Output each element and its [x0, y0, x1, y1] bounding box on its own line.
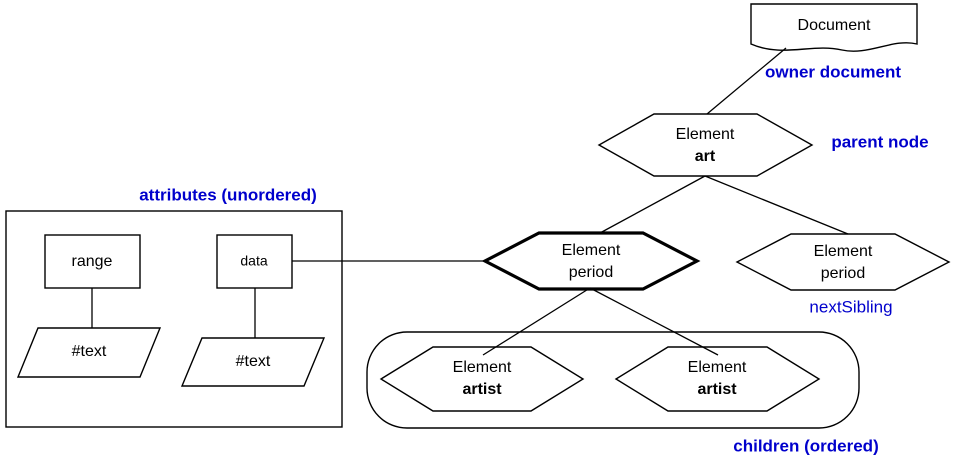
connector-art-to-period-current — [599, 175, 706, 234]
document-node[interactable]: Document — [750, 3, 918, 52]
element-node-artist-1[interactable]: Element artist — [379, 346, 585, 412]
element-node-period-current-type: Element — [562, 242, 621, 259]
element-node-artist-1-type: Element — [453, 359, 512, 376]
element-node-art-shape — [597, 113, 814, 177]
children-container — [366, 331, 860, 429]
text-node-range-value-shape — [16, 327, 162, 378]
connector-group — [91, 47, 849, 356]
connector-period-to-artist-2 — [589, 287, 719, 356]
annotation-parent-node: parent node — [831, 132, 928, 151]
connector-document-to-art — [706, 47, 787, 115]
attribute-node-range[interactable]: range — [44, 234, 141, 289]
element-node-period-current-name: period — [569, 264, 613, 281]
attribute-node-range-label: range — [72, 253, 113, 270]
attributes-container — [5, 210, 343, 428]
children-container-shape — [366, 331, 860, 429]
element-node-artist-1-shape — [379, 346, 585, 412]
attribute-node-data[interactable]: data — [216, 234, 293, 289]
attribute-node-range-shape — [44, 234, 141, 289]
element-node-art-name: art — [695, 148, 716, 165]
attribute-node-data-label: data — [240, 253, 267, 269]
text-node-data-value-label: #text — [236, 353, 271, 370]
element-node-period-sibling-name: period — [821, 265, 865, 282]
annotation-owner-document: owner document — [765, 62, 901, 81]
element-node-period-sibling[interactable]: Element period — [735, 233, 951, 291]
element-node-artist-2-type: Element — [688, 359, 747, 376]
attribute-node-data-shape — [216, 234, 293, 289]
connector-period-to-artist-1 — [482, 287, 591, 356]
attributes-container-shape — [5, 210, 343, 428]
element-node-period-current-shape — [481, 231, 701, 291]
text-node-data-value[interactable]: #text — [180, 337, 326, 387]
annotation-children-ordered: children (ordered) — [733, 436, 878, 455]
element-node-artist-2-shape — [614, 346, 821, 412]
annotation-attributes-unordered: attributes (unordered) — [139, 185, 317, 204]
element-node-artist-2-name: artist — [697, 381, 737, 398]
element-node-period-current[interactable]: Element period — [481, 231, 701, 291]
element-node-artist-1-name: artist — [462, 381, 502, 398]
annotation-next-sibling: nextSibling — [809, 297, 892, 316]
element-node-period-sibling-type: Element — [814, 243, 873, 260]
text-node-data-value-shape — [180, 337, 326, 387]
element-node-art[interactable]: Element art — [597, 113, 814, 177]
connector-art-to-period-sibling — [704, 175, 849, 235]
element-node-art-type: Element — [676, 126, 735, 143]
document-node-label: Document — [798, 17, 871, 34]
text-node-range-value-label: #text — [72, 343, 107, 360]
element-node-period-sibling-shape — [735, 233, 951, 291]
text-node-range-value[interactable]: #text — [16, 327, 162, 378]
document-node-shape — [750, 3, 918, 52]
element-node-artist-2[interactable]: Element artist — [614, 346, 821, 412]
